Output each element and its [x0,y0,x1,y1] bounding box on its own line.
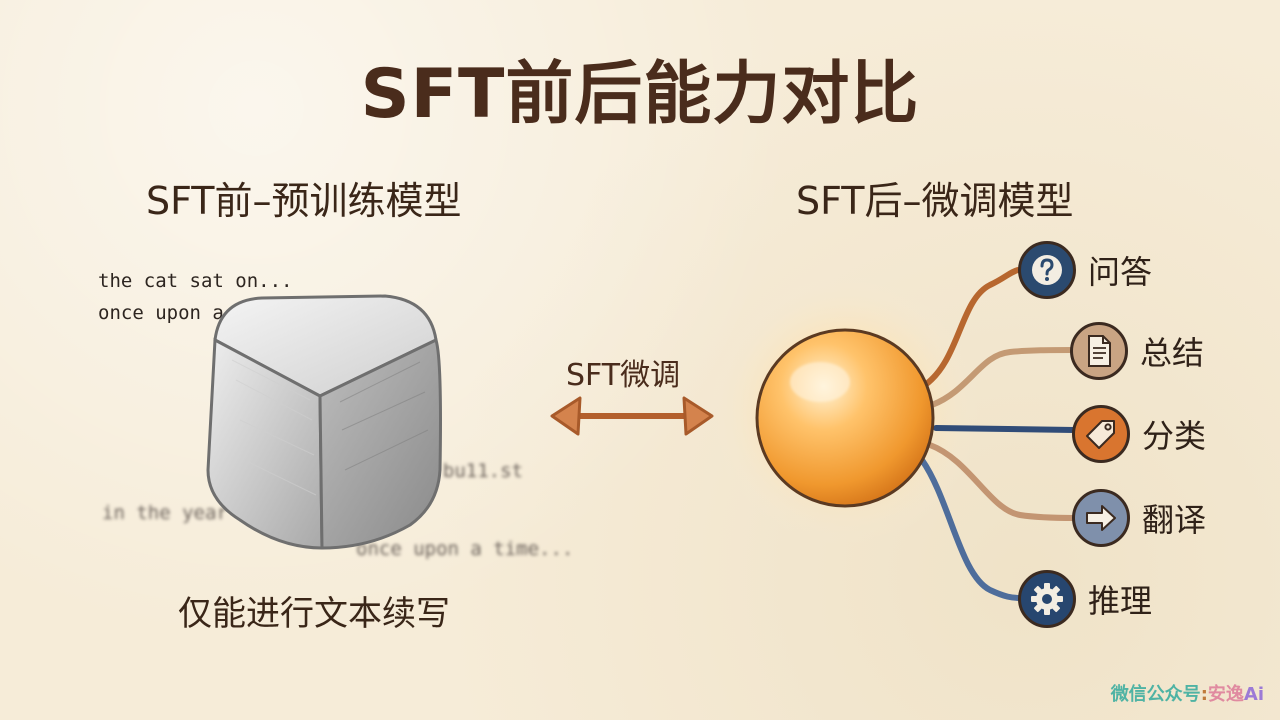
capability-reasoning: 推理 [1018,570,1152,628]
left-caption: 仅能进行文本续写 [178,594,450,634]
finetuned-sphere [755,328,935,508]
capability-translate: 翻译 [1072,489,1206,547]
question-icon [1018,241,1076,299]
capability-label: 分类 [1142,417,1207,455]
page-title: SFT前后能力对比 [360,55,920,134]
pretrained-cube [206,294,442,550]
gear-icon [1018,570,1076,628]
right-heading: SFT后–微调模型 [796,179,1074,223]
watermark-prefix: 微信公众号 [1110,684,1201,705]
capability-summary: 总结 [1070,322,1204,380]
capability-label: 推理 [1088,582,1153,620]
watermark-name-part1: 安逸 [1207,684,1244,705]
watermark-colon: : [1200,684,1208,705]
snippet-text: the cat sat on... [98,270,293,292]
double-arrow-icon [550,396,714,436]
tag-icon [1072,405,1130,463]
document-icon [1070,322,1128,380]
capability-label: 问答 [1088,253,1153,291]
capability-qa: 问答 [1018,241,1152,299]
capability-label: 翻译 [1142,501,1207,539]
capability-label: 总结 [1140,334,1205,372]
snippet-text: t bu11.st [420,460,523,482]
connector-lines [919,267,1077,601]
capability-classify: 分类 [1072,405,1206,463]
snippet-text: once upon a time... [356,538,574,560]
watermark-name-part2: Ai [1243,684,1264,705]
arrow-right-icon [1072,489,1130,547]
watermark: 微信公众号:安逸Ai [1111,680,1264,706]
left-heading: SFT前–预训练模型 [146,179,462,223]
sft-arrow-label: SFT微调 [566,358,681,393]
